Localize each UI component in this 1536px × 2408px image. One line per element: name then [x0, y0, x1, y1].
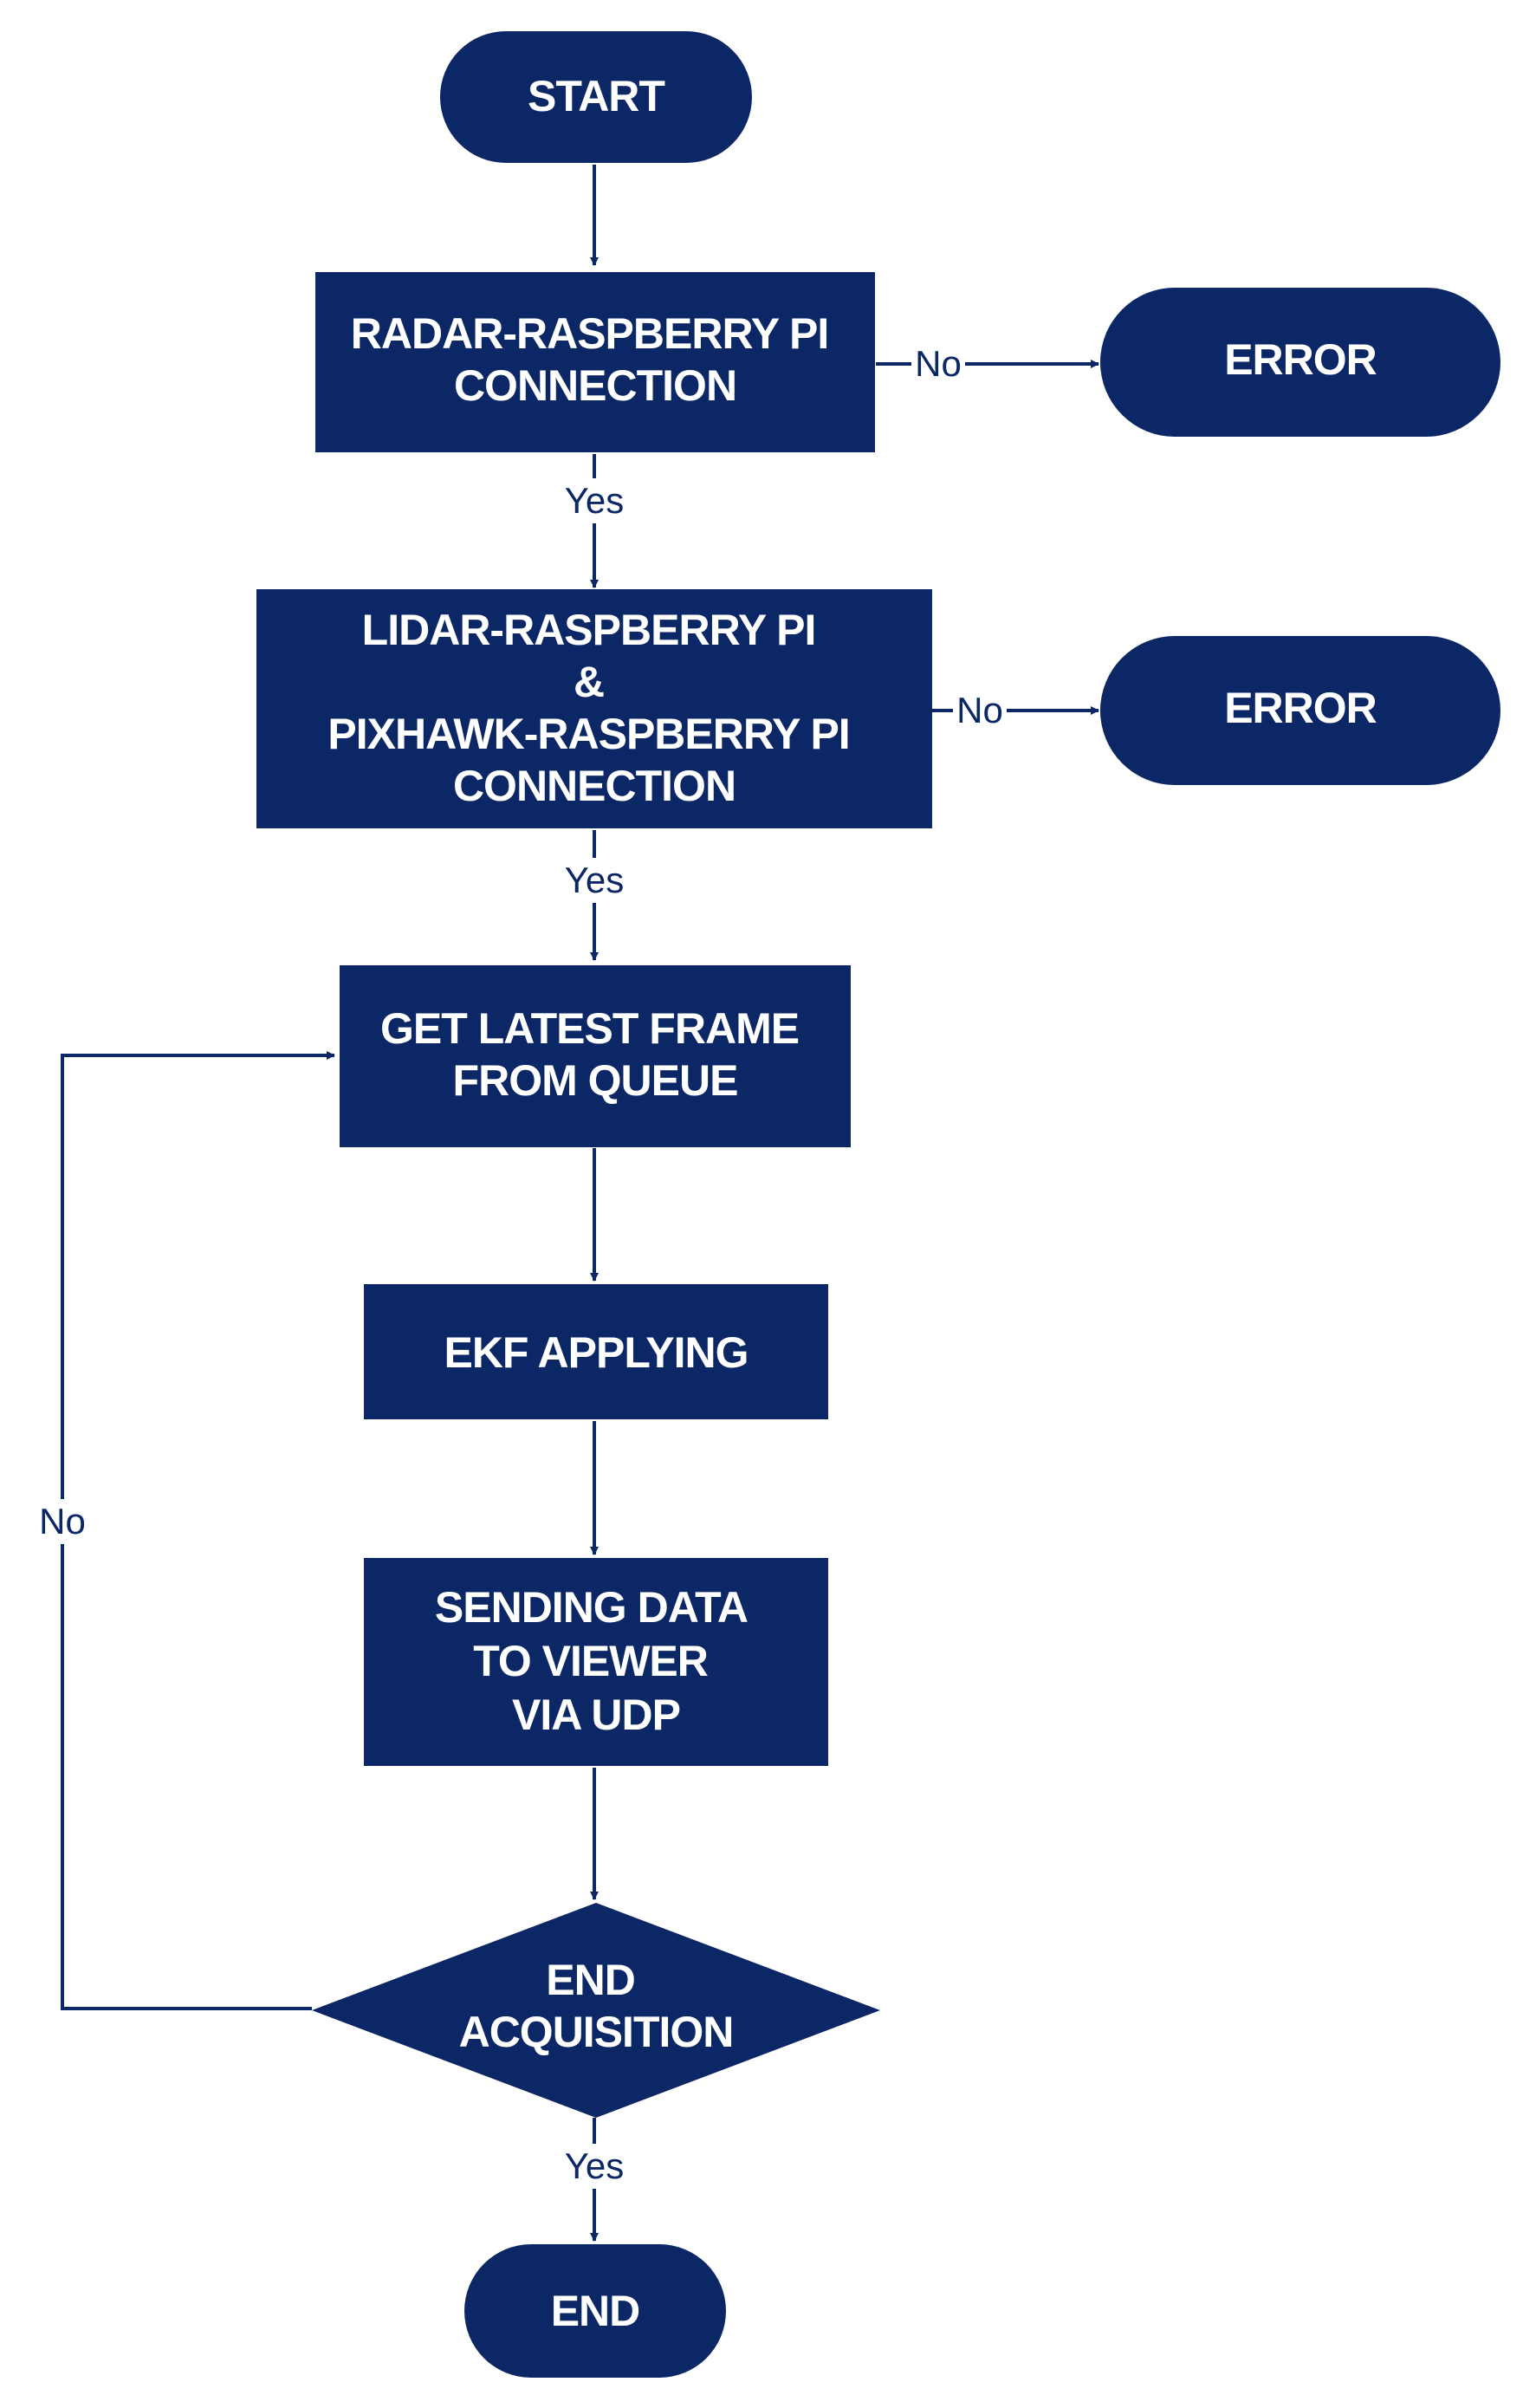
node-label: RADAR-RASPBERRY PI CONNECTION: [351, 309, 839, 410]
edge-decision-loop-back: No: [31, 1051, 335, 2010]
edge-label-bg: [911, 343, 965, 385]
node-end: END: [464, 2244, 726, 2378]
edge-label-bg: [953, 690, 1007, 731]
node-ekf-applying: EKF APPLYING: [364, 1284, 828, 1419]
node-radar-connection: RADAR-RASPBERRY PI CONNECTION: [315, 272, 875, 452]
edge-lidar-to-get-frame: Yes: [554, 830, 634, 961]
edge-radar-to-error-1: No: [876, 343, 1099, 385]
edge-label-no: No: [915, 343, 962, 384]
process-shape: [340, 965, 851, 1147]
edge-label-yes: Yes: [565, 480, 625, 521]
nodes: START RADAR-RASPBERRY PI CONNECTION ERRO…: [256, 31, 1500, 2378]
terminal-shape: [1100, 288, 1500, 437]
edge-label-bg: [554, 478, 634, 523]
edge-line: [61, 1051, 335, 2010]
node-label: GET LATEST FRAME FROM QUEUE: [380, 1004, 810, 1105]
edge-radar-to-lidar: Yes: [554, 454, 634, 588]
terminal-shape: [1100, 636, 1500, 785]
edge-label-yes: Yes: [565, 2145, 625, 2186]
node-start: START: [440, 31, 752, 163]
node-label: ERROR: [1224, 335, 1377, 384]
node-error-1: ERROR: [1100, 288, 1500, 437]
node-label: START: [528, 72, 664, 120]
node-label: SENDING DATA TO VIEWER VIA UDP: [435, 1583, 757, 1739]
node-label: ERROR: [1224, 684, 1377, 732]
terminal-shape: [464, 2244, 726, 2378]
node-lidar-pixhawk-connection: LIDAR-RASPBERRY PI & PIXHAWK-RASPBERRY P…: [256, 589, 932, 828]
node-error-2: ERROR: [1100, 636, 1500, 785]
node-label: END: [551, 2287, 640, 2335]
edge-lidar-to-error-2: No: [932, 690, 1099, 731]
process-shape: [364, 1284, 828, 1419]
edge-decision-to-end: Yes: [554, 2118, 634, 2242]
edges: No Yes No Yes No: [31, 165, 1099, 2242]
edge-label-bg: [554, 2144, 634, 2189]
process-shape: [256, 589, 932, 828]
terminal-shape: [440, 31, 752, 163]
decision-shape: [312, 1903, 880, 2118]
process-shape: [315, 272, 875, 452]
edge-label-bg: [31, 1499, 94, 1544]
edge-label-no: No: [39, 1501, 86, 1542]
node-label: LIDAR-RASPBERRY PI & PIXHAWK-RASPBERRY P…: [327, 606, 860, 810]
node-sending-data: SENDING DATA TO VIEWER VIA UDP: [364, 1558, 828, 1766]
node-label: EKF APPLYING: [444, 1328, 748, 1377]
node-end-acquisition: END ACQUISITION: [312, 1903, 880, 2118]
node-label: END ACQUISITION: [459, 1956, 734, 2056]
node-get-latest-frame: GET LATEST FRAME FROM QUEUE: [340, 965, 851, 1147]
edge-label-no: No: [956, 690, 1003, 730]
process-shape: [364, 1558, 828, 1766]
edge-label-yes: Yes: [565, 860, 625, 900]
edge-label-bg: [554, 858, 634, 903]
